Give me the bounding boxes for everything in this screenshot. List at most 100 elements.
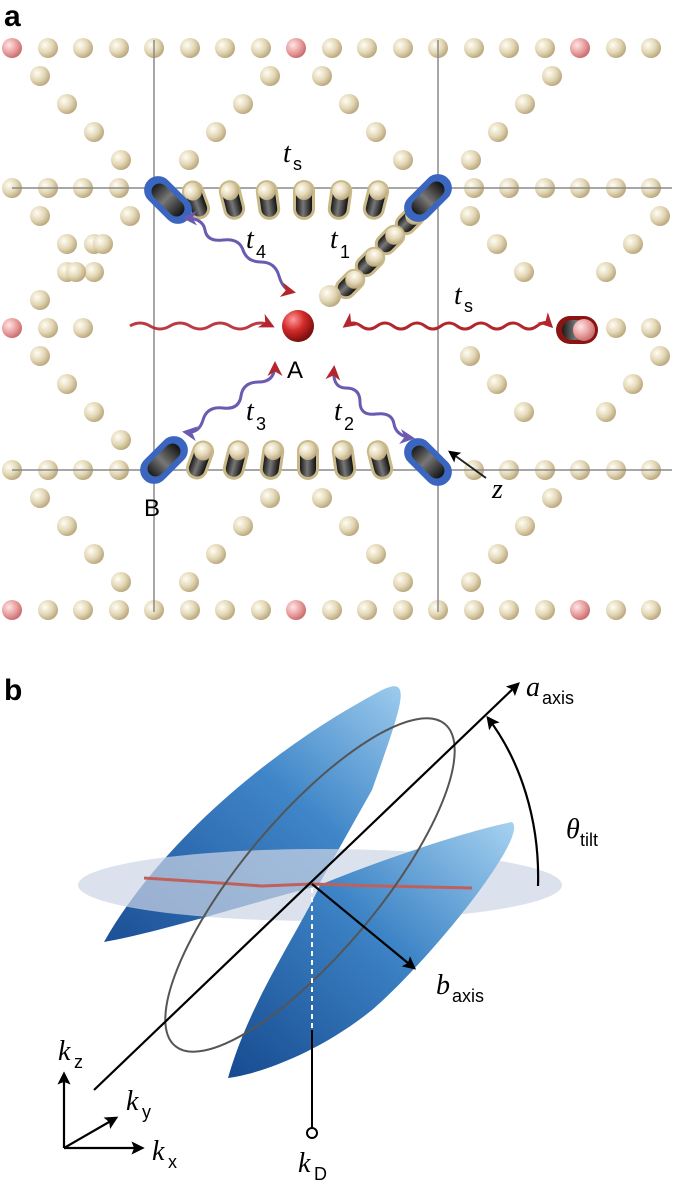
lattice-atom (73, 38, 93, 58)
lattice-atom (606, 600, 626, 620)
lattice-atom (73, 600, 93, 620)
lattice-atom (461, 572, 481, 592)
lattice-atom (233, 516, 253, 536)
lattice-atom (2, 318, 22, 338)
lattice-atom (366, 122, 386, 142)
site-b-label: B (144, 495, 160, 522)
svg-text:y: y (142, 1102, 151, 1122)
lattice-atom (514, 262, 534, 282)
panel-b: b a axis b (4, 672, 598, 1184)
svg-text:b: b (436, 970, 450, 1001)
lattice-atom (38, 600, 58, 620)
lattice-atom (641, 600, 661, 620)
hopping-arrows (129, 210, 554, 479)
svg-text:2: 2 (344, 414, 354, 434)
lattice-atom (57, 516, 77, 536)
svg-text:k: k (58, 1036, 71, 1067)
svg-text:θ: θ (566, 814, 580, 845)
svg-text:1: 1 (340, 242, 350, 262)
b-axis-label: b axis (436, 970, 484, 1006)
hop-label-ts-top: t s (283, 138, 302, 174)
lattice-atom (641, 318, 661, 338)
lattice-atom (312, 66, 332, 86)
hop-arrow-t2 (325, 365, 415, 444)
lattice-atom (357, 600, 377, 620)
lattice-atom (514, 402, 534, 422)
lattice-atom (623, 374, 643, 394)
lattice-atom (596, 262, 616, 282)
site-a (282, 310, 314, 342)
lattice-atom (570, 600, 590, 620)
bond-tube (334, 268, 366, 300)
bond-tube (255, 180, 281, 220)
svg-text:k: k (152, 1136, 165, 1167)
lattice-atom (393, 600, 413, 620)
bond-tube (354, 246, 386, 278)
svg-text:t: t (334, 396, 343, 427)
bond-tubes-diagonal (319, 204, 426, 307)
bond-tube (222, 440, 250, 480)
lattice-atom (542, 488, 562, 508)
lattice-atom (179, 572, 199, 592)
lattice-atom (215, 600, 235, 620)
lattice-atom (623, 234, 643, 254)
lattice-atom (488, 122, 508, 142)
svg-text:axis: axis (452, 986, 484, 1006)
lattice-atom (393, 572, 413, 592)
lattice-atom (111, 150, 131, 170)
hop-label-ts-right: t s (454, 280, 473, 316)
b-site-bottom-right (404, 438, 452, 486)
lattice-atom (461, 150, 481, 170)
hop-arrow-left (129, 313, 275, 331)
bond-tube (374, 224, 406, 256)
b-site-top-right (404, 174, 452, 222)
lattice-atom (180, 38, 200, 58)
a-axis-label: a axis (526, 672, 574, 708)
lattice-atom (650, 346, 670, 366)
lattice-atom (596, 402, 616, 422)
bond-tube (366, 440, 394, 480)
tilted-circle (164, 717, 456, 1053)
bond-tube (218, 180, 246, 220)
lattice-atom (322, 600, 342, 620)
svg-text:axis: axis (542, 688, 574, 708)
lattice-atom (535, 38, 555, 58)
b-site-bottom-left (140, 436, 188, 484)
lattice-atom (460, 346, 480, 366)
kz-label: k z (58, 1036, 83, 1072)
a-axis-arrow (93, 682, 520, 1091)
lattice-atom (38, 318, 58, 338)
lattice-atom (66, 262, 86, 282)
lattice-atom (30, 66, 50, 86)
svg-text:4: 4 (256, 242, 266, 262)
lattice-atom (84, 262, 104, 282)
svg-text:z: z (74, 1052, 83, 1072)
lattice-atom (606, 318, 626, 338)
red-tube-site (556, 316, 598, 344)
svg-text:t: t (283, 138, 292, 169)
lattice-atom (2, 600, 22, 620)
lattice-atom (357, 38, 377, 58)
lattice-atom (109, 600, 129, 620)
lattice-atom (206, 122, 226, 142)
b-sites (140, 174, 452, 486)
svg-text:t: t (246, 224, 255, 255)
lattice-atom (57, 94, 77, 114)
lattice-atom (487, 374, 507, 394)
hop-label-t3: t 3 (246, 396, 266, 434)
svg-text:k: k (126, 1086, 139, 1117)
ky-arrow (63, 1116, 119, 1149)
svg-text:s: s (464, 296, 473, 316)
panel-a-label: a (4, 0, 21, 33)
svg-text:k: k (298, 1148, 311, 1179)
svg-text:s: s (293, 154, 302, 174)
lattice-atom (251, 38, 271, 58)
lattice-atom (319, 285, 341, 307)
lattice-atom (542, 66, 562, 86)
axis-z-label: z (491, 474, 503, 505)
theta-arc (486, 715, 540, 887)
lattice-atom (2, 38, 22, 58)
kx-label: k x (152, 1136, 177, 1172)
lattice-atom (499, 600, 519, 620)
lattice-atom (515, 516, 535, 536)
